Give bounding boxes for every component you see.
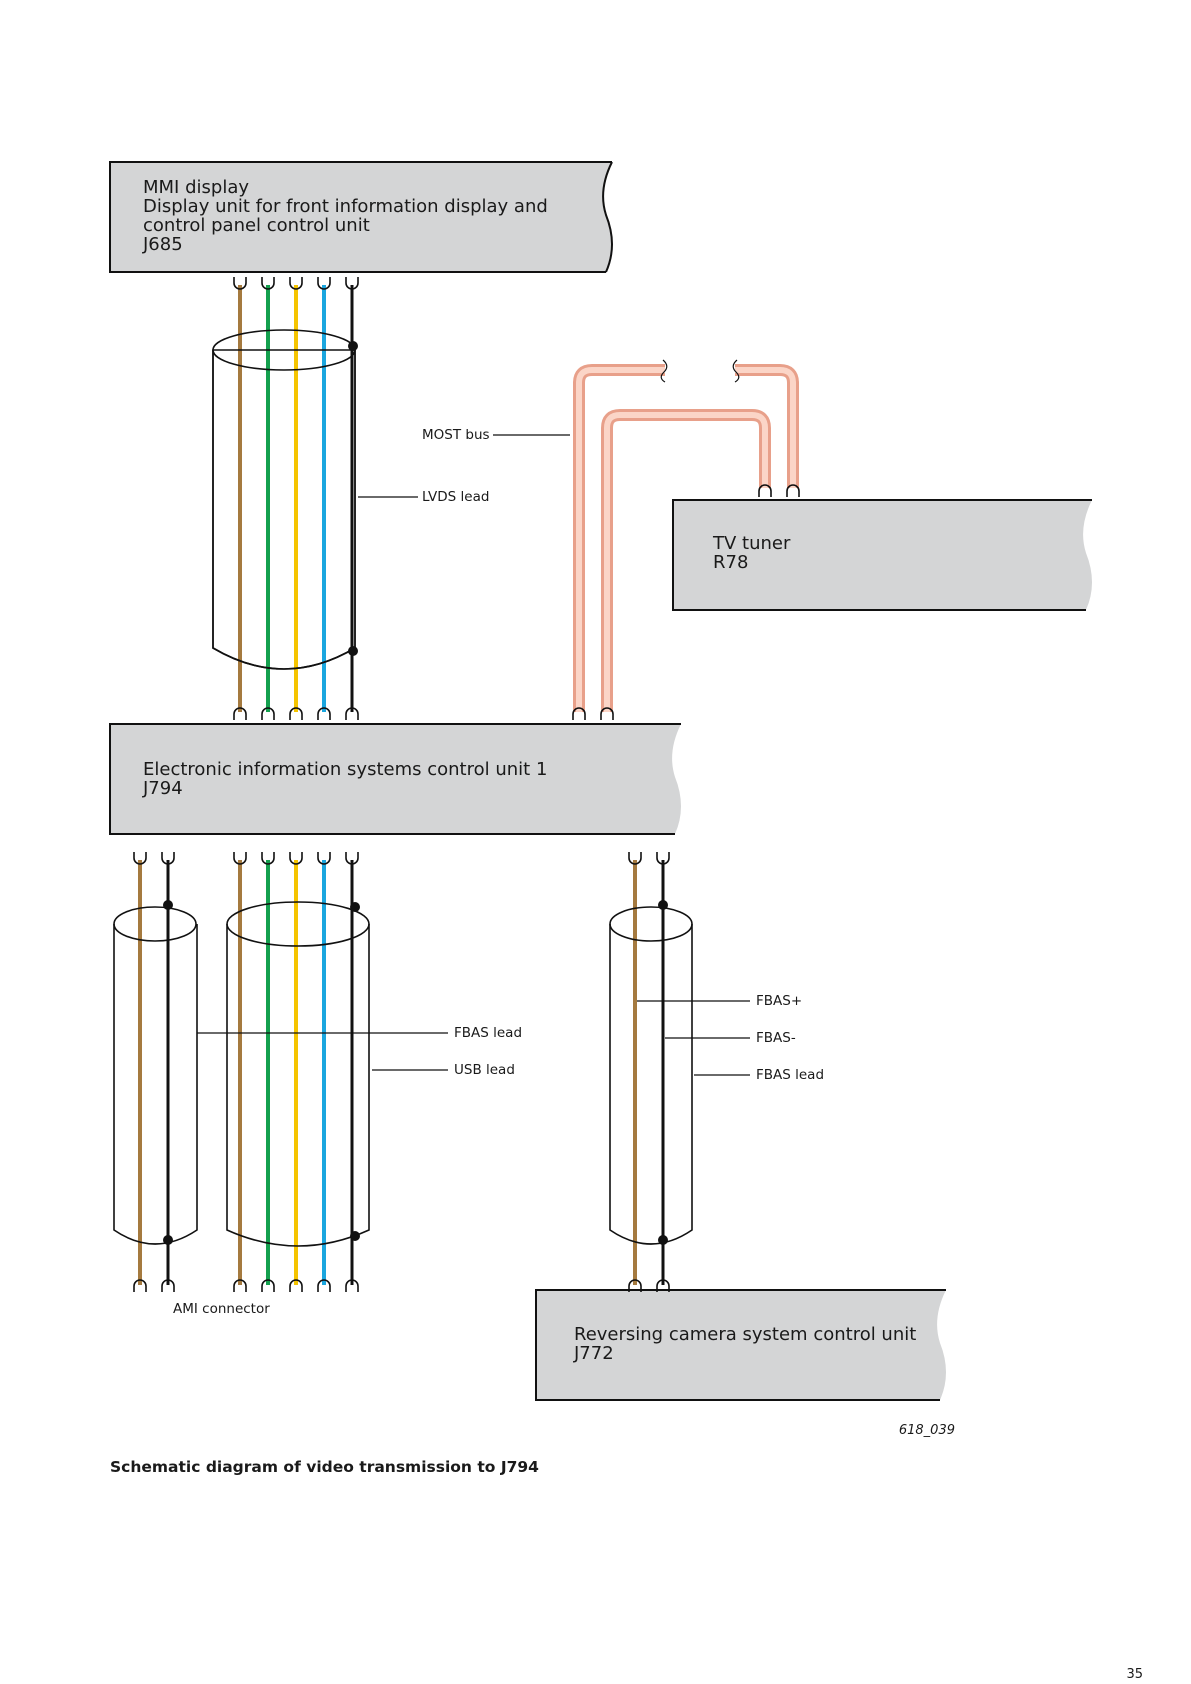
mmi-display-line-4: J685	[142, 234, 183, 255]
fbas-lead-right-label: FBAS lead	[756, 1067, 824, 1083]
figure-caption: Schematic diagram of video transmission …	[110, 1458, 539, 1476]
lvds-shield-dot-bottom	[348, 646, 358, 656]
fbas-lead-left-cable	[113, 852, 198, 1292]
usb-lead-cable	[226, 852, 370, 1292]
fbas-right-shield-dot-top	[658, 900, 668, 910]
lvds-lead-cable	[212, 277, 359, 720]
tv-tuner-line-1: TV tuner	[712, 533, 791, 554]
ami-connector-label: AMI connector	[173, 1301, 270, 1317]
usb-lead-label: USB lead	[454, 1062, 515, 1078]
most-bus-cable	[572, 359, 800, 720]
fbas-left-shield-dot-bottom	[163, 1235, 173, 1245]
tv-tuner-box: TV tuner R78	[672, 499, 1092, 611]
j794-line-2: J794	[142, 778, 183, 799]
tv-tuner-line-2: R78	[713, 552, 748, 573]
mmi-display-line-3: control panel control unit	[143, 215, 370, 236]
page-number: 35	[1126, 1667, 1143, 1682]
mmi-display-line-2: Display unit for front information displ…	[143, 196, 548, 217]
most-bus-label: MOST bus	[422, 427, 490, 443]
figure-id: 618_039	[899, 1423, 955, 1438]
fbas-lead-right-cable	[609, 852, 693, 1292]
usb-shield-dot-top	[350, 902, 360, 912]
usb-shield-dot-bottom	[350, 1231, 360, 1241]
j794-line-1: Electronic information systems control u…	[143, 759, 547, 780]
j794-box: Electronic information systems control u…	[109, 723, 681, 835]
lvds-lead-label: LVDS lead	[422, 489, 489, 505]
fbas-lead-left-label: FBAS lead	[454, 1025, 522, 1041]
mmi-display-box: MMI display Display unit for front infor…	[109, 161, 613, 273]
fbas-plus-label: FBAS+	[756, 993, 802, 1009]
reversing-camera-line-2: J772	[573, 1343, 614, 1364]
fbas-right-shield-dot-bottom	[658, 1235, 668, 1245]
reversing-camera-box: Reversing camera system control unit J77…	[535, 1289, 946, 1401]
lvds-shield-dot-top	[348, 341, 358, 351]
mmi-display-line-1: MMI display	[143, 177, 249, 198]
fbas-left-shield-dot-top	[163, 900, 173, 910]
reversing-camera-line-1: Reversing camera system control unit	[574, 1324, 916, 1345]
fbas-minus-label: FBAS-	[756, 1030, 796, 1046]
